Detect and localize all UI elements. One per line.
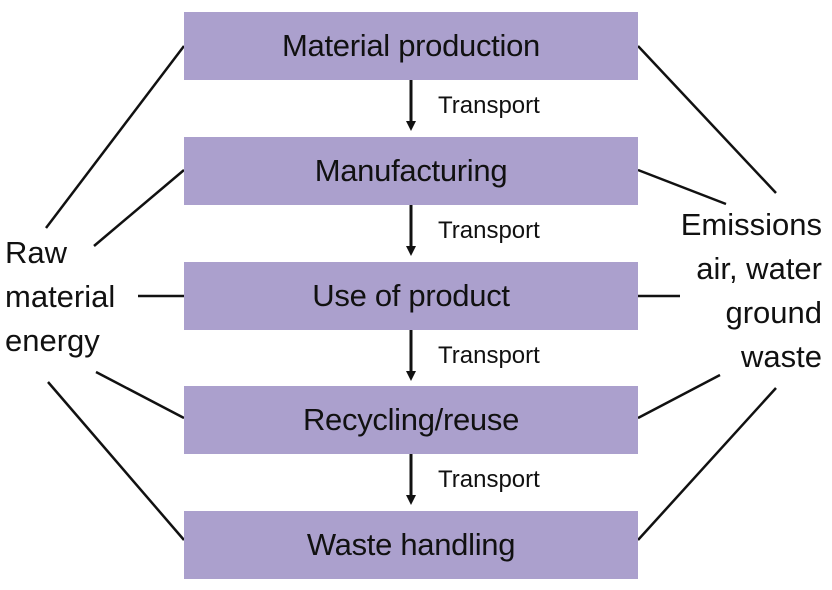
output-connector-5: [637, 387, 777, 541]
outputs-line-2: air, water: [696, 251, 822, 286]
stage-recycling-reuse: Recycling/reuse: [184, 386, 638, 454]
output-connector-4: [637, 373, 721, 420]
input-connector-4: [95, 370, 185, 420]
stage-label: Waste handling: [306, 527, 516, 562]
transport-label-2: Transport: [438, 217, 540, 244]
stage-material-production: Material production: [184, 12, 638, 80]
stage-waste-handling: Waste handling: [184, 511, 638, 579]
stage-manufacturing: Manufacturing: [184, 137, 638, 205]
outputs-line-3: ground: [725, 295, 822, 330]
outputs-line-1: Emissions: [680, 207, 822, 242]
inputs-line-3: energy: [5, 323, 100, 358]
transport-label-4: Transport: [438, 466, 540, 493]
outputs-line-4: waste: [741, 339, 822, 374]
transport-label-1: Transport: [438, 92, 540, 119]
stage-label: Recycling/reuse: [302, 402, 520, 437]
stage-label: Use of product: [312, 278, 510, 313]
output-connector-2: [637, 168, 727, 206]
stage-label: Manufacturing: [314, 153, 508, 188]
input-connector-2: [93, 169, 185, 247]
inputs-line-2: material: [5, 279, 116, 314]
input-connector-5: [47, 381, 185, 541]
stage-label: Material production: [282, 28, 540, 63]
inputs-line-1: Raw: [5, 235, 68, 270]
output-connector-1: [637, 45, 777, 194]
transport-label-3: Transport: [438, 342, 540, 369]
stage-use-of-product: Use of product: [184, 262, 638, 330]
inputs-label: Raw material energy: [5, 231, 115, 363]
outputs-label: Emissions air, water ground waste: [681, 203, 822, 379]
input-connector-1: [45, 45, 185, 229]
